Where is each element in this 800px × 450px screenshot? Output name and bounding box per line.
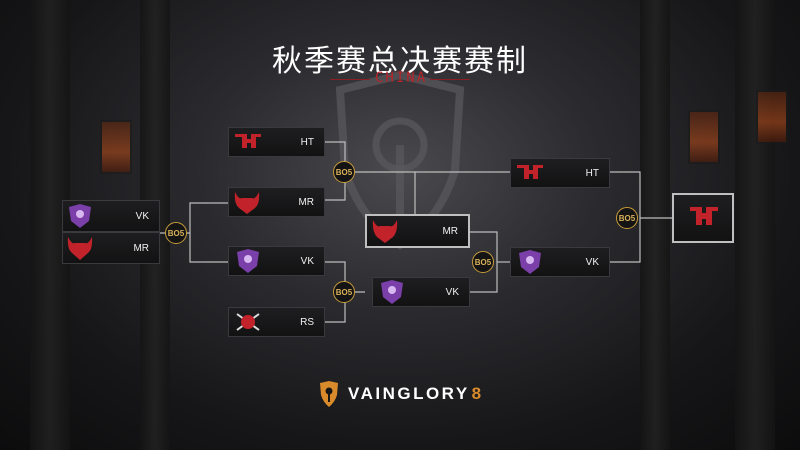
team-card-ht[interactable]: HT	[228, 127, 325, 157]
team-card-mr[interactable]: MR	[365, 214, 470, 248]
bo5-badge: BO5	[165, 222, 187, 244]
team-card-rs[interactable]: RS	[228, 307, 325, 337]
background-window	[688, 110, 720, 164]
minotaur-logo-icon	[372, 220, 398, 243]
hunters-logo-icon	[690, 207, 718, 225]
brand-logo: VAINGLORY 8	[318, 380, 481, 408]
subtitle-line-left	[330, 79, 370, 80]
bo5-badge: BO5	[616, 207, 638, 229]
team-tag: MR	[298, 196, 314, 208]
minotaur-logo-icon	[67, 237, 93, 260]
team-card-vk[interactable]: VK	[62, 200, 160, 232]
rs-logo-icon	[236, 313, 260, 331]
team-card-ht[interactable]: HT	[510, 158, 610, 188]
background-window	[100, 120, 132, 174]
team-tag: VK	[585, 256, 599, 268]
background-pillar	[735, 0, 775, 450]
vk-logo-icon	[381, 280, 403, 304]
background-pillar	[640, 0, 670, 450]
vk-logo-icon	[69, 204, 91, 228]
bo5-badge: BO5	[333, 281, 355, 303]
team-card-vk[interactable]: VK	[372, 277, 470, 307]
team-card-mr[interactable]: MR	[62, 232, 160, 264]
vainglory-shield-icon	[320, 381, 338, 407]
hunters-logo-icon	[517, 165, 543, 179]
team-tag: RS	[300, 316, 314, 328]
vk-logo-icon	[519, 250, 541, 274]
team-tag: VK	[445, 286, 459, 298]
brand-name: VAINGLORY	[348, 384, 470, 403]
subtitle: CHINA	[375, 70, 428, 86]
team-tag: MR	[133, 242, 149, 254]
team-card-vk[interactable]: VK	[228, 246, 325, 276]
hunters-logo-icon	[235, 134, 261, 148]
bo5-badge: BO5	[333, 161, 355, 183]
team-tag: VK	[300, 255, 314, 267]
team-tag: MR	[442, 225, 458, 237]
background-window	[756, 90, 788, 144]
team-card-vk[interactable]: VK	[510, 247, 610, 277]
minotaur-logo-icon	[234, 192, 260, 214]
team-card-mr[interactable]: MR	[228, 187, 325, 217]
brand-number: 8	[471, 384, 482, 403]
team-tag: HT	[585, 167, 599, 179]
page-title: 秋季赛总决赛赛制	[272, 44, 528, 79]
team-tag: VK	[135, 210, 149, 222]
team-tag: HT	[300, 136, 314, 148]
champion-card[interactable]	[672, 193, 734, 243]
vk-logo-icon	[237, 249, 259, 273]
bo5-badge: BO5	[472, 251, 494, 273]
subtitle-line-right	[430, 79, 470, 80]
